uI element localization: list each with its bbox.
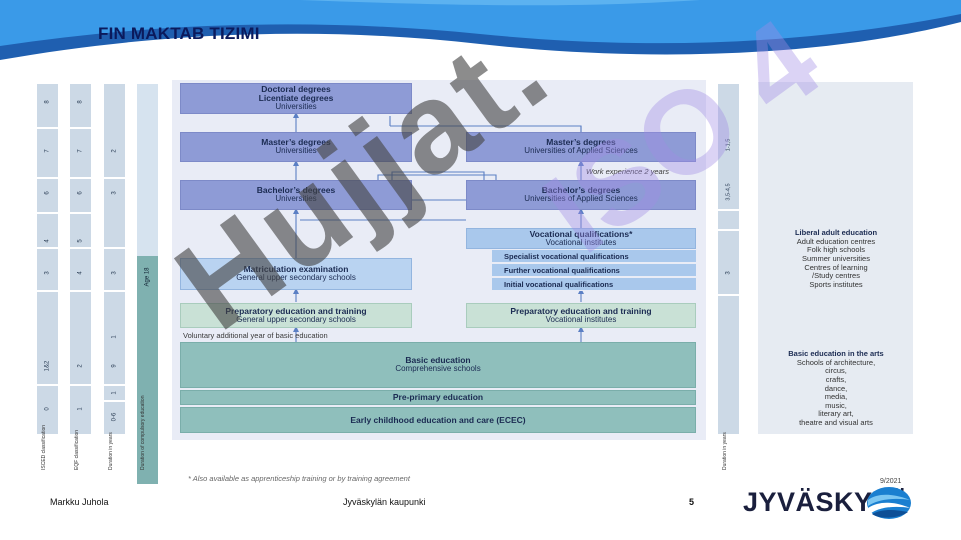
licentiate-title: Licentiate degrees <box>258 93 334 104</box>
arts-line: music, <box>825 400 847 410</box>
specialist-qualifications: Specialist vocational qualifications <box>492 250 696 263</box>
arts-line: literary art, <box>818 409 854 419</box>
prep-general-title: Preparatory education and training <box>225 305 367 316</box>
bachelors-uas-sub: Universities of Applied Sciences <box>524 194 638 204</box>
arts-line: Schools of architecture, <box>796 357 876 367</box>
right-duration-top: 1-1,5 <box>725 138 732 152</box>
liberal-line: /Study centres <box>812 271 860 281</box>
arts-line: circus, <box>825 366 847 376</box>
prep-vocational-title: Preparatory education and training <box>510 305 652 316</box>
doctoral-sub: Universities <box>275 102 317 112</box>
basic-title: Basic education <box>405 355 471 366</box>
basic-education-box: Basic education Comprehensive schools <box>180 342 696 388</box>
liberal-line: Centres of learning <box>804 262 868 272</box>
matriculation-sub: General upper secondary schools <box>236 273 356 283</box>
adult-education-panel <box>758 82 913 434</box>
duration-column: 2 3 3 1 9 1 0-6 <box>104 84 125 434</box>
masters-uni-title: Master’s degrees <box>261 137 331 148</box>
basic-sub: Comprehensive schools <box>395 364 481 374</box>
bachelors-uas-box: Bachelor’s degrees Universities of Appli… <box>466 180 696 210</box>
arts-heading: Basic education in the arts <box>788 349 884 358</box>
matriculation-title: Matriculation examination <box>243 264 349 275</box>
prep-general-sub: General upper secondary schools <box>236 314 356 324</box>
right-duration-mid: 3,5-4,5 <box>725 183 732 201</box>
doctoral-degrees-box: Doctoral degrees Licentiate degrees Univ… <box>180 83 412 114</box>
footnote: * Also available as apprenticeship train… <box>188 474 410 483</box>
ecec-box: Early childhood education and care (ECEC… <box>180 407 696 433</box>
ecec-title: Early childhood education and care (ECEC… <box>350 414 526 425</box>
bachelors-uas-title: Bachelor’s degrees <box>541 185 621 196</box>
arts-line: theatre and visual arts <box>799 418 873 427</box>
arts-line: crafts, <box>825 374 847 384</box>
liberal-heading: Liberal adult education <box>794 228 878 237</box>
bachelors-uni-box: Bachelor’s degrees Universities <box>180 180 412 210</box>
liberal-line: Sports institutes <box>809 279 863 289</box>
work-experience-note: Work experience 2 years <box>586 167 669 176</box>
bachelors-uni-sub: Universities <box>275 194 317 204</box>
masters-uni-sub: Universities <box>275 146 317 156</box>
voluntary-year-note: Voluntary additional year of basic educa… <box>183 331 328 340</box>
header-wave-banner <box>0 0 961 66</box>
isced-column: 8 7 6 4 3 1&2 0 <box>37 84 58 434</box>
vocational-title: Vocational qualifications* <box>529 228 633 239</box>
vocational-sub: Vocational institutes <box>545 237 617 247</box>
jyvaskyla-logo-icon <box>867 487 911 519</box>
page-number: 5 <box>689 497 695 507</box>
masters-uni-box: Master’s degrees Universities <box>180 132 412 162</box>
doctoral-title: Doctoral degrees <box>261 84 331 95</box>
footer-organization: Jyväskylän kaupunki <box>343 497 426 507</box>
right-duration-low: 3 <box>725 271 732 275</box>
compulsory-column: Age 18 <box>137 84 158 484</box>
bachelors-uni-title: Bachelor’s degrees <box>256 185 336 196</box>
prep-vocational-sub: Vocational institutes <box>545 314 617 324</box>
slide-title: FIN MAKTAB TIZIMI <box>98 24 260 43</box>
arts-line: dance, <box>824 383 848 393</box>
right-duration-column: 1-1,5 3,5-4,5 3 <box>718 84 739 434</box>
preprimary-box: Pre-primary education <box>180 390 696 405</box>
liberal-line: Summer universities <box>802 253 870 263</box>
masters-uas-box: Master’s degrees Universities of Applied… <box>466 132 696 162</box>
matriculation-box: Matriculation examination General upper … <box>180 258 412 290</box>
preprimary-title: Pre-primary education <box>392 392 484 403</box>
year-note: 9/2021 <box>880 478 902 485</box>
masters-uas-title: Master’s degrees <box>546 137 616 148</box>
initial-qualifications: Initial vocational qualifications <box>492 278 696 291</box>
arts-line: media, <box>824 392 848 402</box>
vocational-qualifications-box: Vocational qualifications* Vocational in… <box>466 228 696 249</box>
masters-uas-sub: Universities of Applied Sciences <box>524 146 638 156</box>
footer-author: Markku Juhola <box>50 497 109 507</box>
liberal-line: Adult education centres <box>796 236 876 246</box>
prep-vocational-box: Preparatory education and training Vocat… <box>466 303 696 328</box>
basic-education-arts: Basic education in the arts Schools of a… <box>762 349 910 428</box>
prep-general-box: Preparatory education and training Gener… <box>180 303 412 328</box>
liberal-adult-education: Liberal adult education Adult education … <box>762 228 910 289</box>
right-duration-caption: Duration in years <box>722 432 728 470</box>
eqf-column: 8 7 6 5 4 2 1 <box>70 84 91 434</box>
liberal-line: Folk high schools <box>807 245 865 255</box>
further-qualifications: Further vocational qualifications <box>492 264 696 277</box>
